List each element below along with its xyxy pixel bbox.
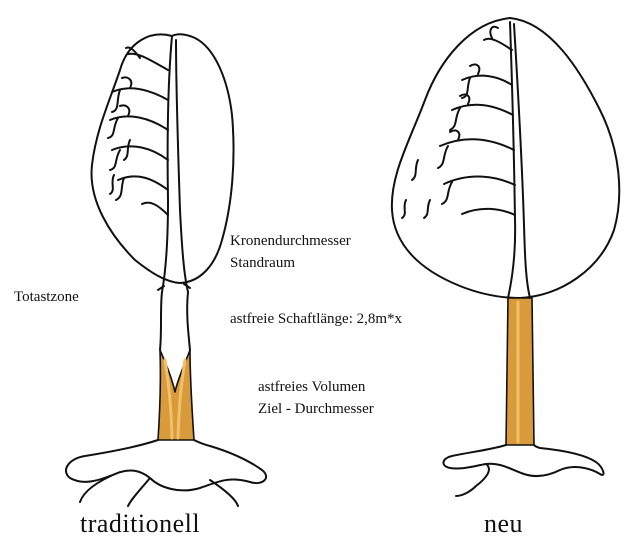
new-branch-1 [484,27,512,50]
label-schaftlaenge: astfreie Schaftlänge: 2,8m*x [230,310,402,328]
traditional-branch-1 [126,47,168,70]
new-branch-2 [462,64,512,98]
new-crown-outline [392,18,619,298]
new-branch-4 [438,130,514,168]
new-leader [508,22,515,298]
traditional-crown-outline [92,34,234,283]
traditional-leader [162,36,172,292]
new-tree [392,18,619,298]
caption-new: neu [484,510,523,538]
new-roots [443,445,603,496]
new-branch-5 [442,177,515,204]
new-branch-3 [450,94,513,130]
label-standraum: Standraum [230,254,295,272]
traditional-branch-4 [110,146,168,170]
traditional-roots [66,440,266,506]
traditional-branch-3 [108,105,168,138]
traditional-trunk-upper-right [187,292,190,350]
traditional-trunk-upper-left [160,292,162,350]
traditional-trunk-colored [158,350,194,440]
label-ziel: Ziel - Durchmesser [258,400,374,418]
traditional-branch-5 [116,176,168,200]
label-volumen: astfreies Volumen [258,378,365,396]
label-kronendurchmesser: Kronendurchmesser [230,232,351,250]
caption-traditional: traditionell [80,510,200,538]
traditional-tree [92,34,234,350]
new-trunk-colored [506,298,534,445]
label-totastzone: Totastzone [14,288,79,306]
